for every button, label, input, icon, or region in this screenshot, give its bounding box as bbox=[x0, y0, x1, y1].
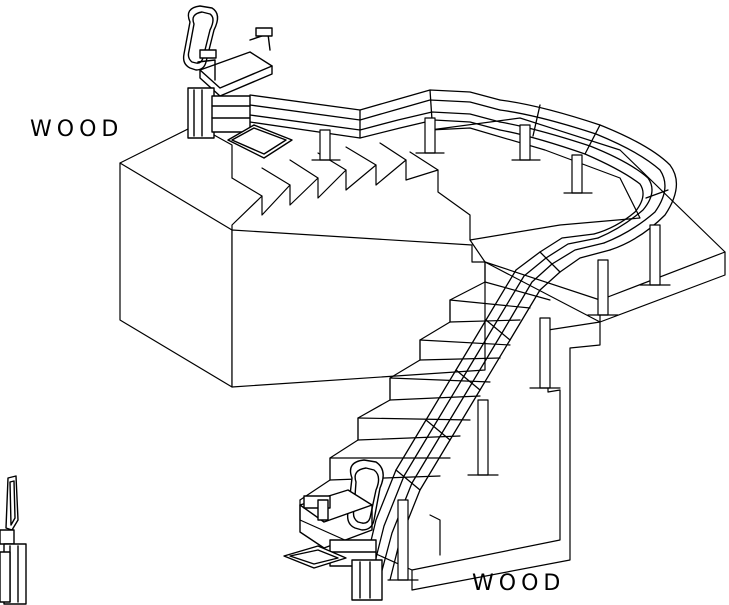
stairlift-rail bbox=[250, 90, 676, 580]
stairlift-chair-icon bbox=[0, 476, 26, 604]
support-post bbox=[530, 318, 560, 388]
support-post bbox=[468, 400, 498, 475]
support-post bbox=[564, 155, 592, 193]
support-post bbox=[640, 225, 670, 285]
support-post bbox=[388, 500, 418, 580]
support-post bbox=[512, 125, 540, 160]
support-post bbox=[416, 118, 444, 153]
lower-floor-material-label: WOOD bbox=[472, 571, 566, 596]
rail-supports bbox=[312, 118, 670, 580]
stairlift-chair-icon bbox=[284, 460, 383, 600]
lower-stair-block bbox=[300, 262, 600, 590]
stairlift-chair-icon bbox=[184, 6, 292, 158]
upper-stair-block bbox=[120, 125, 485, 387]
support-post bbox=[588, 260, 618, 315]
support-post bbox=[312, 130, 340, 160]
upper-landing-material-label: WOOD bbox=[30, 117, 124, 142]
